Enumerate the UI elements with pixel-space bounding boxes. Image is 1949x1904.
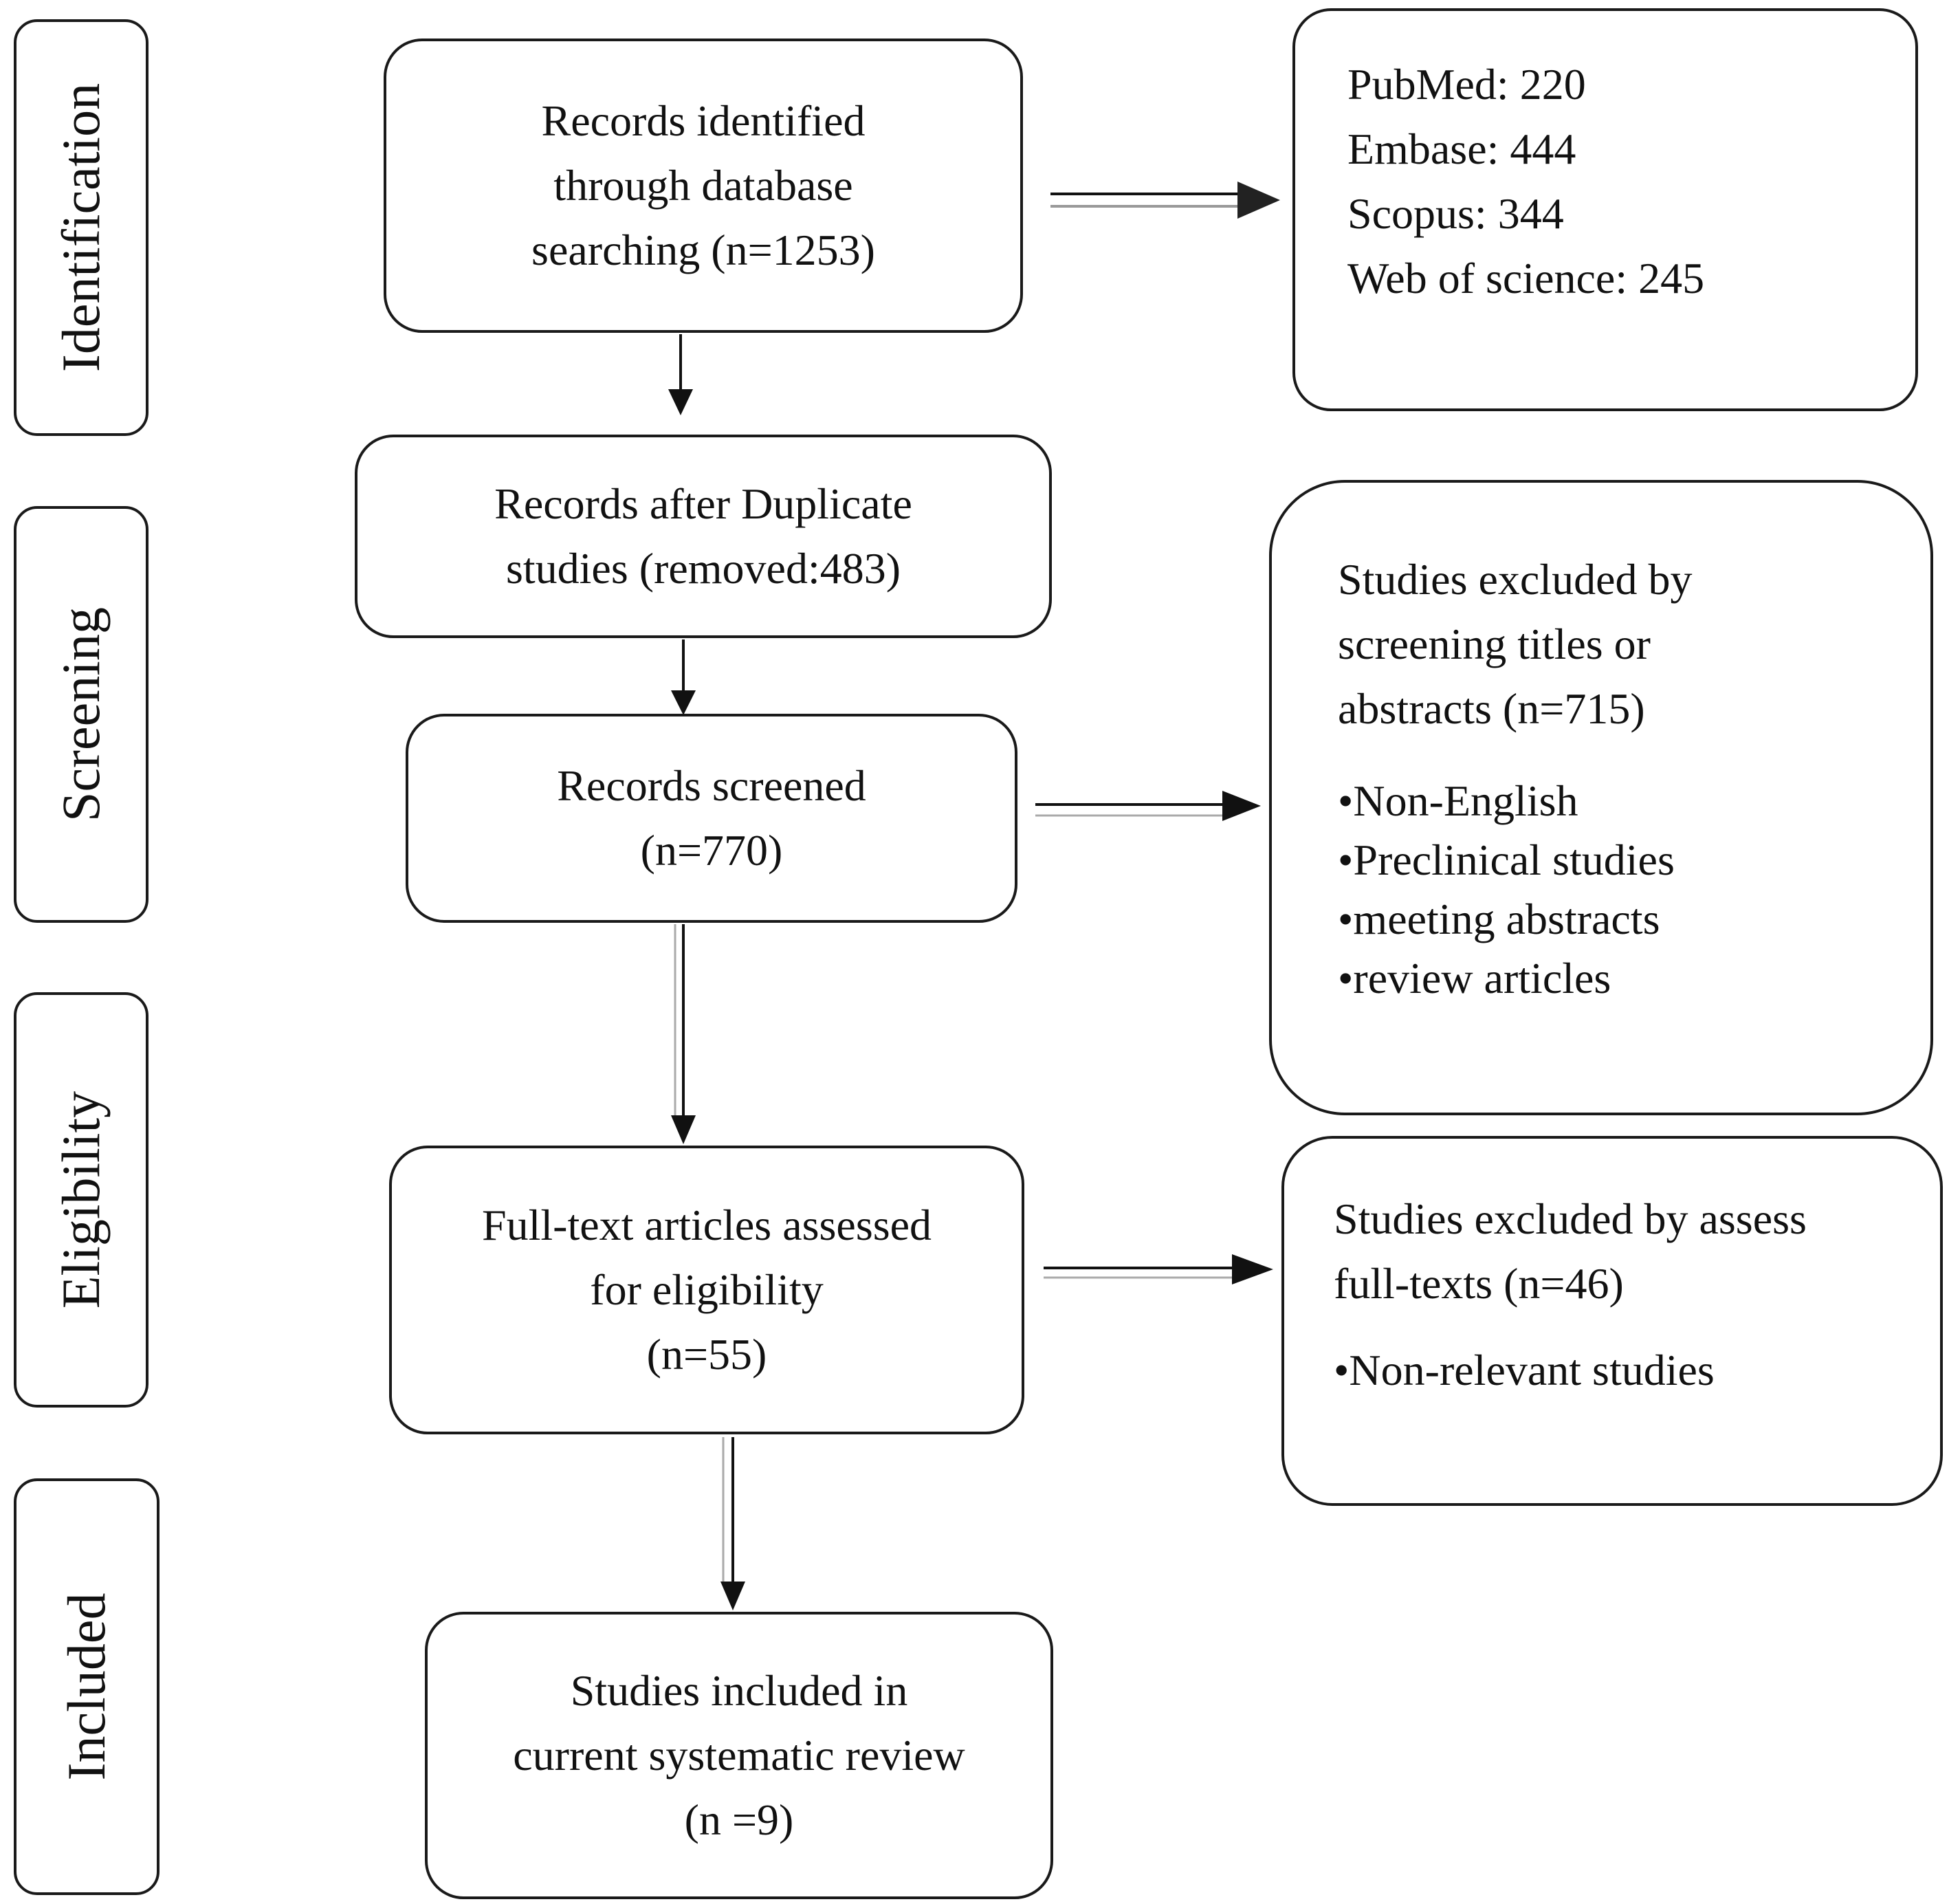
- fulltext-line3: (n=55): [646, 1330, 767, 1379]
- arrow-fulltext-to-included: [720, 1437, 745, 1610]
- reason-non-relevant: •Non-relevant studies: [1334, 1346, 1715, 1394]
- phase-identification-label: Identification: [51, 83, 111, 373]
- records-identified-box: Records identified through database sear…: [384, 39, 1023, 333]
- excluded-fulltext-box: Studies excluded by assess full-texts (n…: [1281, 1136, 1943, 1506]
- wos-count: Web of science: 245: [1347, 254, 1705, 303]
- excluded-screening-line1: Studies excluded by: [1338, 555, 1693, 604]
- excluded-screening-box: Studies excluded by screening titles or …: [1269, 480, 1933, 1115]
- arrow-identified-to-databases: [1050, 182, 1280, 219]
- after-duplicates-line1: Records after Duplicate: [494, 479, 912, 528]
- included-line3: (n =9): [684, 1795, 794, 1844]
- arrow-duplicates-to-screened: [671, 639, 696, 715]
- phase-included: Included: [14, 1478, 159, 1895]
- records-identified-line3: searching (n=1253): [531, 226, 875, 274]
- reason-review-articles: •review articles: [1338, 954, 1611, 1003]
- excluded-fulltext-line2: full-texts (n=46): [1334, 1259, 1624, 1308]
- fulltext-line1: Full-text articles assessed: [481, 1201, 932, 1249]
- excluded-screening-heading: Studies excluded by screening titles or …: [1338, 547, 1692, 741]
- pubmed-count: PubMed: 220: [1347, 60, 1586, 109]
- studies-included-box: Studies included in current systematic r…: [425, 1612, 1053, 1899]
- records-after-duplicates-box: Records after Duplicate studies (removed…: [355, 435, 1052, 638]
- arrow-fulltext-to-excluded: [1044, 1254, 1273, 1284]
- arrow-screened-to-fulltext: [671, 924, 696, 1144]
- records-identified-line2: through database: [553, 161, 853, 210]
- arrow-screened-to-excluded: [1035, 791, 1261, 821]
- excluded-fulltext-line1: Studies excluded by assess: [1334, 1194, 1807, 1243]
- records-identified-line1: Records identified: [541, 96, 866, 145]
- scopus-count: Scopus: 344: [1347, 189, 1564, 238]
- phase-eligibility: Eligibility: [14, 992, 148, 1408]
- excluded-fulltext-heading: Studies excluded by assess full-texts (n…: [1334, 1187, 1807, 1316]
- arrow-identified-to-duplicates: [668, 334, 693, 415]
- included-line1: Studies included in: [570, 1666, 908, 1715]
- after-duplicates-line2: studies (removed:483): [505, 544, 901, 593]
- records-screened-box: Records screened (n=770): [406, 714, 1017, 923]
- phase-screening-label: Screening: [51, 607, 111, 822]
- phase-eligibility-label: Eligibility: [51, 1091, 111, 1309]
- fulltext-line2: for eligibility: [590, 1265, 824, 1314]
- phase-screening: Screening: [14, 506, 148, 923]
- phase-identification: Identification: [14, 19, 148, 436]
- excluded-fulltext-reasons: •Non-relevant studies: [1334, 1338, 1715, 1403]
- embase-count: Embase: 444: [1347, 124, 1576, 173]
- fulltext-assessed-box: Full-text articles assessed for eligibil…: [389, 1146, 1024, 1434]
- excluded-screening-line2: screening titles or: [1338, 620, 1651, 668]
- reason-meeting-abstracts: •meeting abstracts: [1338, 895, 1660, 943]
- reason-preclinical: •Preclinical studies: [1338, 835, 1675, 884]
- database-counts-list: PubMed: 220 Embase: 444 Scopus: 344 Web …: [1347, 52, 1704, 311]
- phase-included-label: Included: [56, 1593, 116, 1781]
- excluded-screening-reasons: •Non-English •Preclinical studies •meeti…: [1338, 772, 1675, 1008]
- database-counts-box: PubMed: 220 Embase: 444 Scopus: 344 Web …: [1292, 8, 1918, 411]
- records-screened-line1: Records screened: [557, 761, 866, 810]
- included-line2: current systematic review: [513, 1731, 965, 1780]
- records-screened-line2: (n=770): [640, 826, 783, 875]
- excluded-screening-line3: abstracts (n=715): [1338, 684, 1645, 733]
- reason-non-english: •Non-English: [1338, 776, 1578, 825]
